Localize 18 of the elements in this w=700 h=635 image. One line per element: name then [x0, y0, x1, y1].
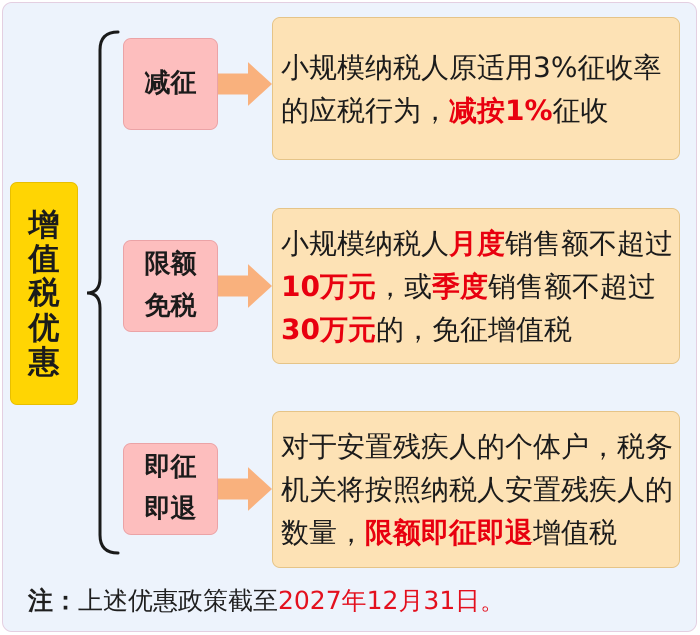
description-box: [272, 17, 680, 160]
description-text: 对于安置残疾人的个体户，税务机关将按照纳税人安置残疾人的数量，限额即征即退增值税: [281, 429, 674, 551]
description-text: 小规模纳税人月度销售额不超过10万元，或季度销售额不超过30万元的，免征增值税: [281, 226, 674, 348]
description-box: [272, 411, 680, 568]
description-text: 小规模纳税人原适用3%征收率的应税行为，减按1%征收: [281, 50, 662, 128]
policy-box: [123, 240, 218, 332]
block-arrow: [218, 264, 272, 308]
policy-name: 减征: [144, 67, 198, 100]
topic-box: [10, 182, 78, 405]
policy-box: [123, 38, 218, 130]
policy-box: [123, 443, 218, 535]
topic-title: 增值税优惠: [28, 208, 60, 379]
policy-name: 即征即退: [144, 451, 198, 526]
policy-name: 限额免税: [144, 248, 198, 323]
description-box: [272, 208, 680, 364]
block-arrow: [218, 467, 272, 511]
footnote: 注：上述优惠政策截至2027年12月31日。: [28, 585, 506, 617]
block-arrow: [218, 62, 272, 106]
